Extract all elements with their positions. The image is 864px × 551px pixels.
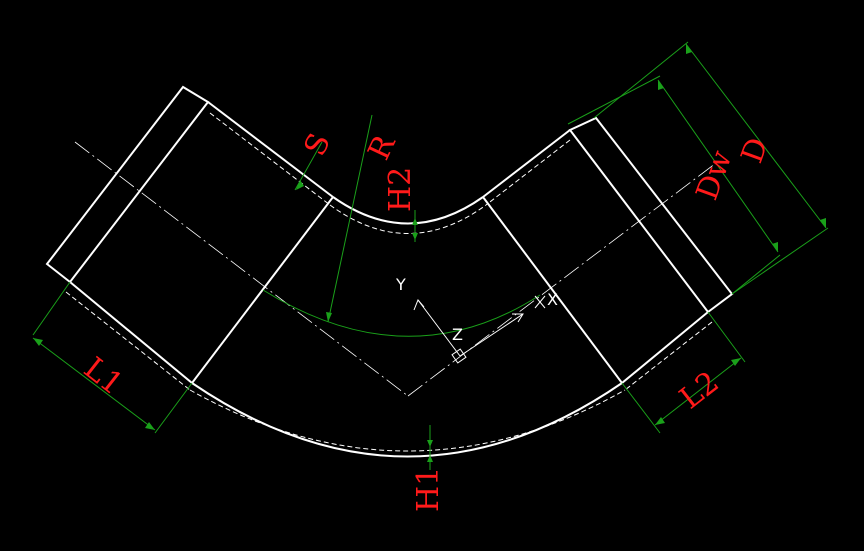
ucs-x-label: X xyxy=(547,290,558,309)
bend-section xyxy=(189,196,626,458)
right-pipe-section xyxy=(482,116,734,391)
dimension-r xyxy=(326,114,373,323)
dimension-s xyxy=(294,141,323,191)
label-h2: H2 xyxy=(383,167,418,212)
dimension-h1 xyxy=(427,425,433,470)
left-pipe-section xyxy=(45,85,334,391)
ucs-z-label: Z xyxy=(452,325,463,344)
label-l2: L2 xyxy=(673,365,725,417)
center-lines xyxy=(74,141,721,397)
dimension-l2 xyxy=(621,311,746,434)
label-d: D xyxy=(735,133,776,168)
label-dw: Dw xyxy=(690,146,740,205)
dimension-l1 xyxy=(32,281,193,434)
ucs-y-label: Y xyxy=(395,275,406,294)
radius-arc xyxy=(262,289,541,337)
dimension-d xyxy=(593,41,829,295)
dimension-dw xyxy=(567,75,781,295)
label-l1: L1 xyxy=(77,351,129,403)
dimension-h2 xyxy=(412,210,418,242)
label-s: S xyxy=(298,128,338,161)
ucs-icon: X Y Z xyxy=(395,275,558,364)
label-h1: H1 xyxy=(411,467,446,512)
